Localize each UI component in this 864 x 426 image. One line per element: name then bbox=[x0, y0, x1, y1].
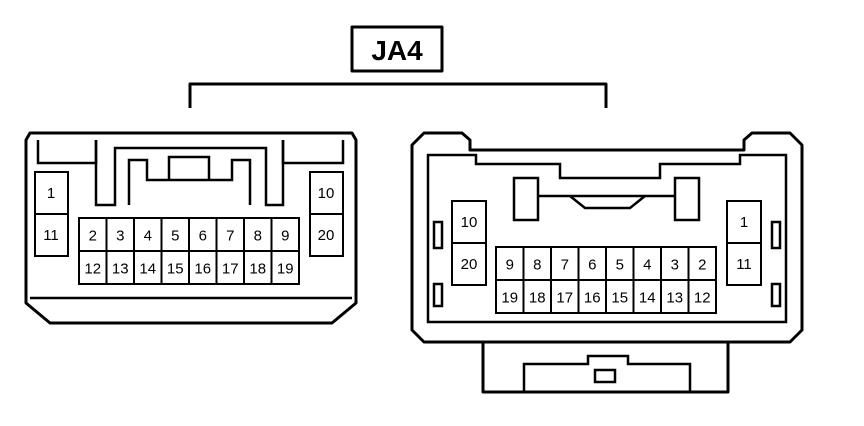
right-pin-label: 12 bbox=[694, 290, 711, 307]
right-latch-post bbox=[673, 176, 701, 222]
right-pin-label: 20 bbox=[461, 256, 478, 273]
left-pin-cell-side bbox=[309, 171, 344, 215]
right-pin-label: 16 bbox=[584, 290, 601, 307]
title-box bbox=[350, 25, 444, 73]
left-pin-label: 11 bbox=[43, 227, 59, 244]
right-pin-label: 18 bbox=[529, 290, 546, 307]
left-connector: 1 11 10 20 2 3 4 5 6 7 8 9 12 13 14 15 16 17 18 19 bbox=[24, 131, 358, 325]
right-pin-grid: 9 8 7 6 5 4 3 2 19 18 17 16 15 14 13 12 bbox=[495, 246, 717, 314]
left-pin-label: 4 bbox=[144, 228, 152, 245]
left-inner-frame-right bbox=[281, 140, 345, 165]
right-pin-label: 13 bbox=[666, 290, 683, 307]
left-pin-label: 17 bbox=[222, 261, 239, 278]
right-lower-tab bbox=[593, 368, 617, 384]
right-connector: 10 20 1 11 9 8 7 6 5 4 3 2 19 18 17 16 15 14 13 12 bbox=[410, 131, 804, 394]
left-pin-label: 3 bbox=[116, 228, 124, 245]
left-latch-inner bbox=[127, 158, 252, 205]
left-pin-cell bbox=[270, 250, 300, 285]
right-pin-label: 9 bbox=[506, 257, 514, 274]
right-pin-label: 2 bbox=[698, 257, 706, 274]
left-pin-label: 14 bbox=[139, 261, 156, 278]
right-pin-cell bbox=[632, 279, 662, 314]
left-pin-cell-side bbox=[34, 171, 69, 215]
right-notch bbox=[770, 220, 782, 250]
left-pin-cell bbox=[243, 250, 273, 285]
right-latch-post bbox=[512, 176, 540, 222]
left-pin-label: 8 bbox=[254, 228, 262, 245]
left-pin-label: 9 bbox=[281, 228, 289, 245]
right-pin-label: 11 bbox=[736, 256, 752, 273]
left-pin-cell bbox=[188, 217, 218, 252]
bracket-line bbox=[188, 82, 608, 108]
right-inner-frame bbox=[426, 153, 788, 324]
right-notch bbox=[770, 282, 782, 308]
left-pin-cell bbox=[243, 217, 273, 252]
right-pin-cell bbox=[687, 279, 717, 314]
left-pin-label: 16 bbox=[194, 261, 211, 278]
left-pin-label: 13 bbox=[112, 261, 129, 278]
left-pin-cell bbox=[215, 250, 245, 285]
right-pin-label: 14 bbox=[639, 290, 656, 307]
right-pin-cell bbox=[522, 279, 552, 314]
right-pin-label: 10 bbox=[461, 214, 478, 231]
left-latch-tab bbox=[167, 155, 211, 180]
right-pin-label: 15 bbox=[611, 290, 628, 307]
right-pin-label: 6 bbox=[588, 257, 596, 274]
right-pin-label: 3 bbox=[671, 257, 679, 274]
right-connector-body bbox=[410, 131, 804, 344]
left-pin-cell-side bbox=[34, 213, 69, 257]
left-pin-cell bbox=[133, 250, 163, 285]
right-pin-label: 8 bbox=[533, 257, 541, 274]
left-pin-label: 7 bbox=[226, 228, 234, 245]
left-pin-cell bbox=[270, 217, 300, 252]
left-pin-label: 5 bbox=[171, 228, 179, 245]
right-pin-label: 1 bbox=[740, 214, 748, 231]
right-pin-cell-side bbox=[451, 242, 487, 286]
right-pin-cell bbox=[577, 279, 607, 314]
left-connector-body bbox=[24, 131, 358, 325]
left-pin-label: 18 bbox=[249, 261, 266, 278]
left-pin-cell bbox=[188, 250, 218, 285]
right-notch bbox=[432, 282, 444, 308]
left-pin-label: 10 bbox=[318, 185, 335, 202]
left-pin-label: 2 bbox=[89, 228, 97, 245]
right-pin-label: 4 bbox=[643, 257, 651, 274]
right-pin-label: 17 bbox=[556, 290, 573, 307]
left-pin-label: 1 bbox=[47, 185, 55, 202]
left-inner-frame-left bbox=[36, 140, 98, 165]
left-pin-label: 15 bbox=[167, 261, 184, 278]
left-pin-label: 12 bbox=[84, 261, 101, 278]
right-pin-cell bbox=[495, 246, 525, 281]
right-pin-cell-side bbox=[726, 200, 762, 244]
connector-title: JA4 bbox=[371, 35, 423, 66]
right-pin-label: 19 bbox=[501, 290, 518, 307]
left-pin-label: 6 bbox=[199, 228, 207, 245]
right-latch-tab bbox=[569, 195, 646, 210]
right-pin-label: 5 bbox=[616, 257, 624, 274]
right-lower-latch bbox=[522, 354, 692, 392]
right-pin-label: 7 bbox=[561, 257, 569, 274]
left-pin-cell-side bbox=[309, 213, 344, 257]
right-lower-housing bbox=[481, 342, 730, 394]
right-notch bbox=[432, 220, 444, 250]
left-pin-cell bbox=[160, 250, 190, 285]
right-pin-cell-side bbox=[726, 242, 762, 286]
left-pin-label: 20 bbox=[318, 227, 335, 244]
left-pin-grid: 2 3 4 5 6 7 8 9 12 13 14 15 16 17 18 19 bbox=[78, 217, 300, 285]
left-pin-cell bbox=[78, 250, 108, 285]
left-pin-label: 19 bbox=[277, 261, 294, 278]
left-latch-outer bbox=[94, 140, 285, 207]
